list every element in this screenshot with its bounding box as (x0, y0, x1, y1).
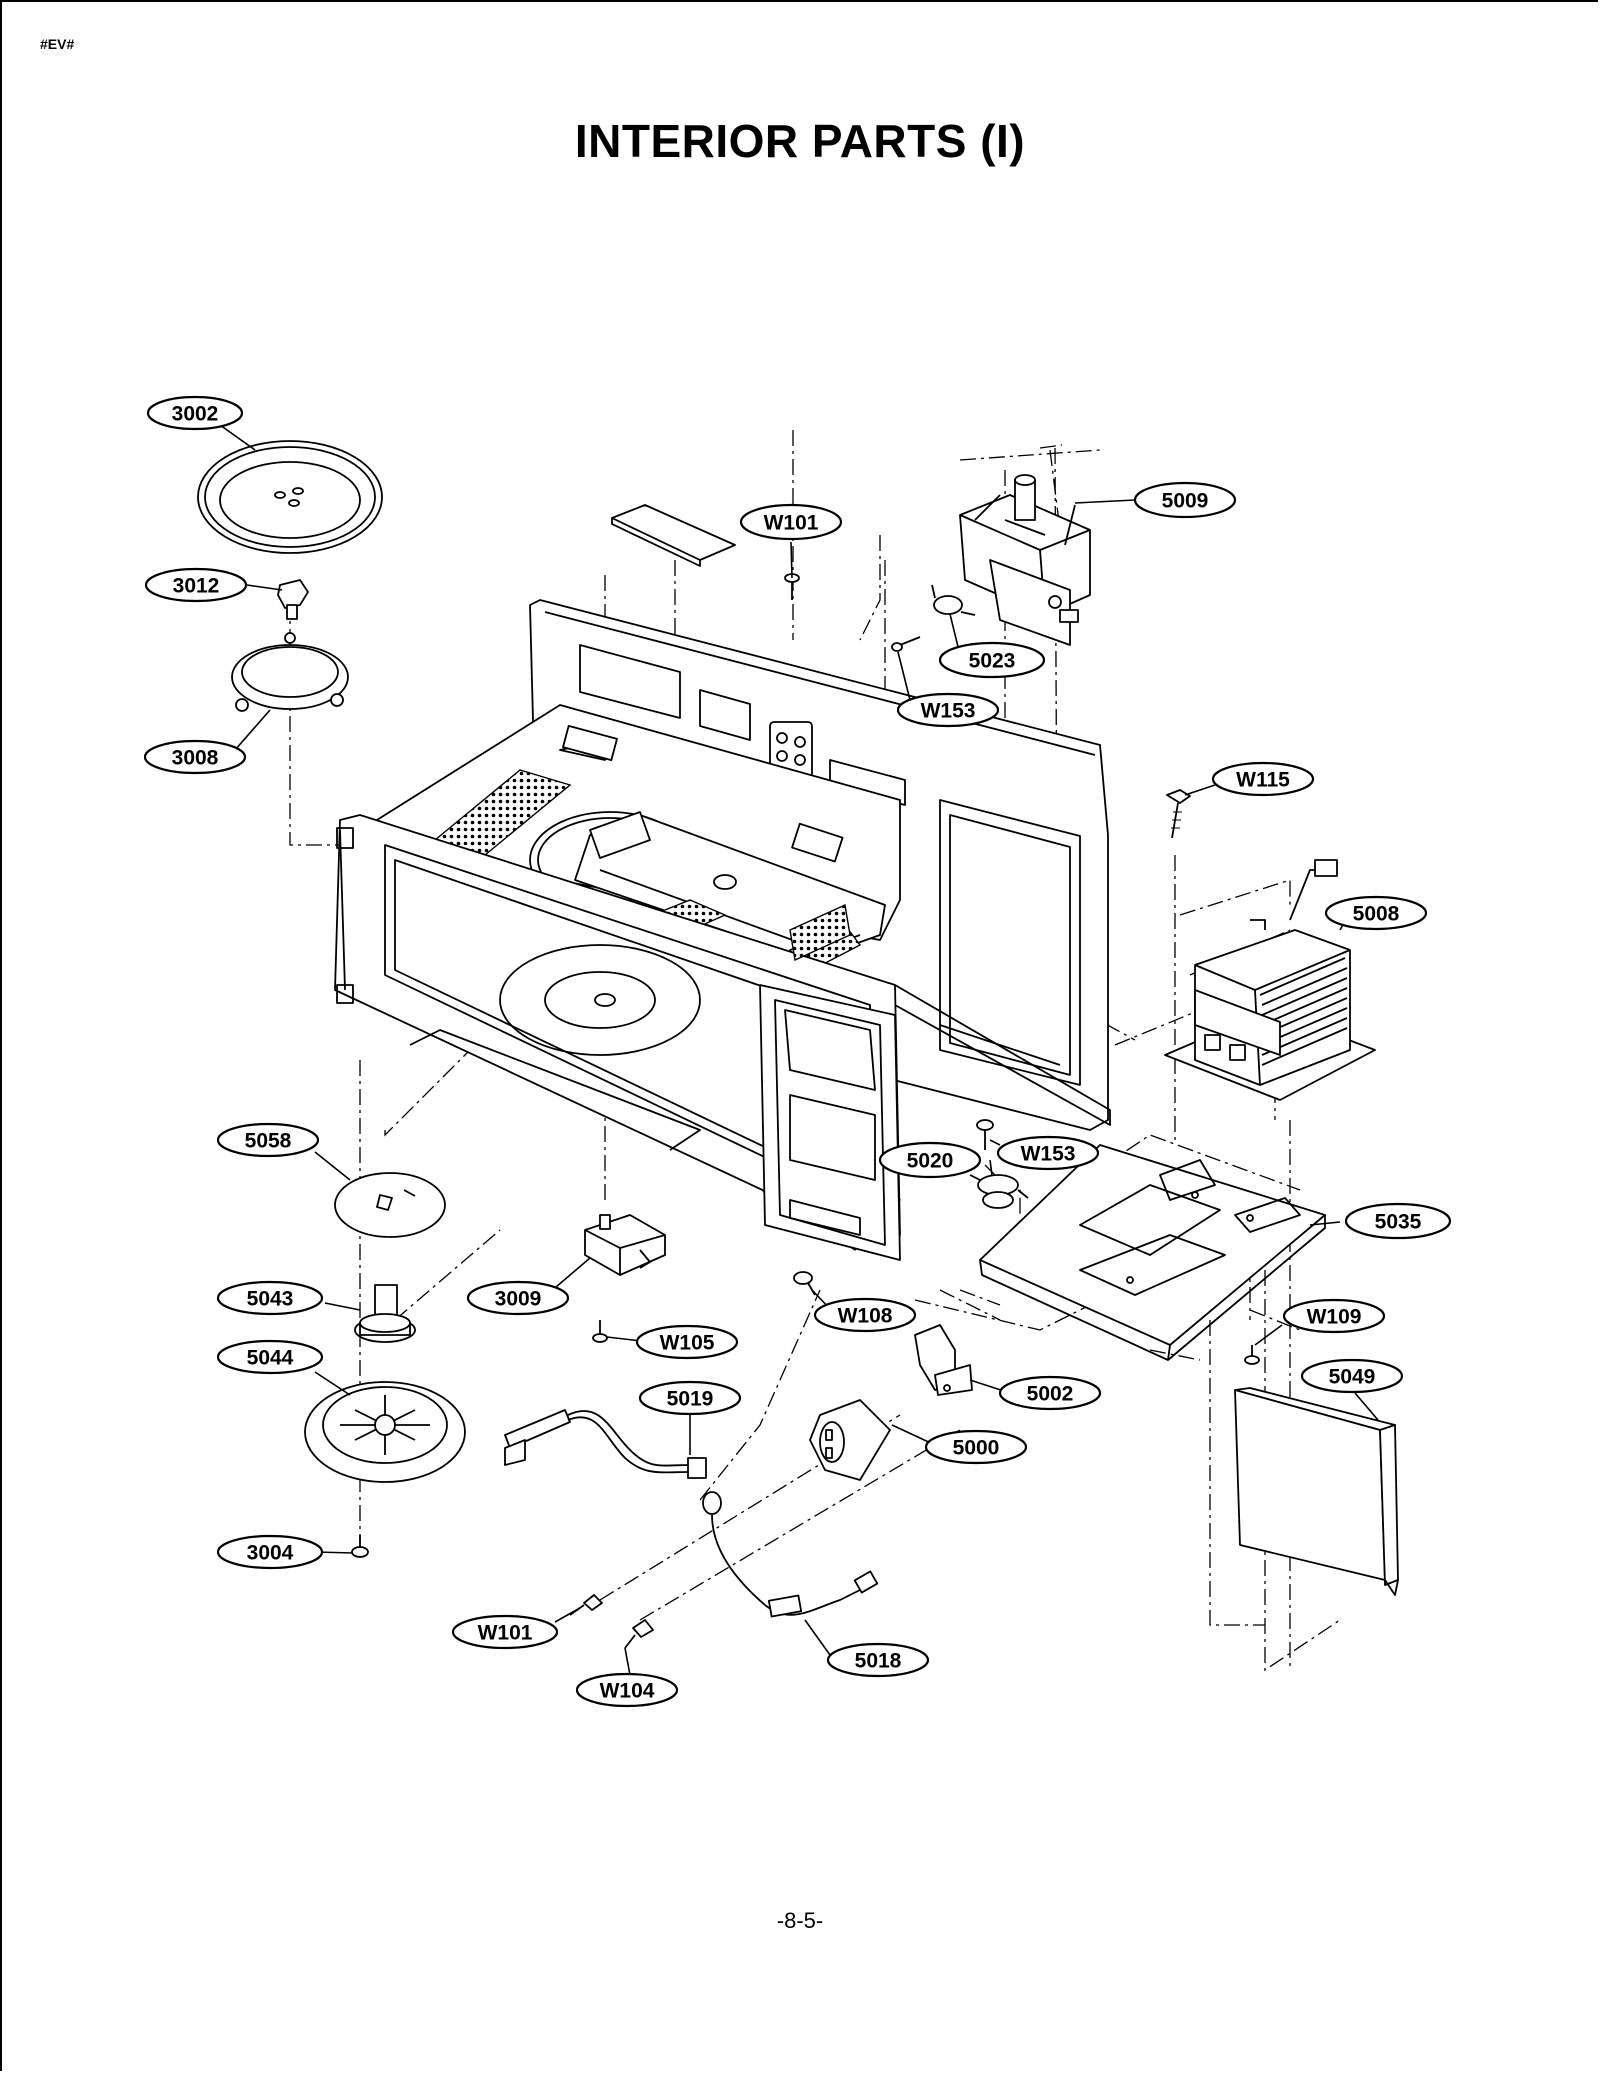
stirrer-cover-5044 (304, 1381, 466, 1483)
turntable-tray-3002 (197, 440, 383, 554)
callout-3012: 3012 (144, 567, 248, 603)
thermostat-5023 (931, 584, 976, 616)
svg-text:W109: W109 (1307, 1306, 1362, 1329)
callout-5008: 5008 (1324, 895, 1428, 931)
callout-5023: 5023 (938, 641, 1046, 679)
svg-text:5018: 5018 (855, 1650, 902, 1673)
svg-text:5058: 5058 (245, 1130, 292, 1153)
callout-w101-bottom: W101 (451, 1614, 559, 1650)
screw-3004 (351, 1535, 369, 1558)
svg-text:5020: 5020 (907, 1150, 954, 1173)
screw-w115 (1166, 789, 1191, 839)
transformer (1164, 859, 1376, 1101)
svg-text:5019: 5019 (667, 1388, 714, 1411)
callout-5019: 5019 (638, 1380, 742, 1416)
svg-text:W153: W153 (921, 700, 976, 723)
cover-panel-5049 (1234, 1387, 1399, 1596)
svg-text:W101: W101 (478, 1622, 533, 1645)
roller-ring-3008 (231, 632, 349, 712)
callout-3004: 3004 (216, 1534, 324, 1570)
header-code: #EV# (40, 36, 75, 52)
callout-w101-top: W101 (739, 503, 843, 541)
oven-cavity (334, 599, 1111, 1261)
svg-text:W104: W104 (600, 1680, 655, 1703)
callout-5043: 5043 (216, 1280, 324, 1316)
screw-w153-mid (976, 1119, 994, 1150)
screw-w105 (592, 1320, 608, 1343)
motor-3009 (584, 1214, 666, 1276)
svg-text:5000: 5000 (953, 1437, 1000, 1460)
svg-text:3012: 3012 (173, 575, 220, 598)
screw-w109 (1244, 1345, 1260, 1365)
svg-text:W101: W101 (764, 512, 819, 535)
stirrer-5058 (334, 1172, 446, 1238)
callout-5000: 5000 (924, 1429, 1028, 1465)
callout-5009: 5009 (1133, 481, 1237, 519)
screw-w153-top (891, 636, 921, 652)
screw-w104 (624, 1619, 654, 1649)
wire-harness-5019 (504, 1409, 707, 1479)
svg-text:W105: W105 (660, 1332, 715, 1355)
svg-text:W153: W153 (1021, 1143, 1076, 1166)
callout-5058: 5058 (216, 1122, 320, 1158)
svg-text:5043: 5043 (247, 1288, 294, 1311)
ground-wire-5018 (702, 1491, 879, 1618)
cover-plate (611, 504, 736, 567)
callout-5049: 5049 (1300, 1358, 1404, 1394)
callout-5002: 5002 (998, 1375, 1102, 1411)
svg-text:5008: 5008 (1353, 903, 1400, 926)
callout-5018: 5018 (826, 1642, 930, 1678)
callout-5044: 5044 (216, 1339, 324, 1375)
page-number: -8-5- (776, 1908, 824, 1933)
callout-w115: W115 (1211, 761, 1315, 797)
svg-text:W115: W115 (1236, 769, 1290, 792)
callout-3009: 3009 (466, 1280, 570, 1316)
callout-w105: W105 (635, 1324, 739, 1360)
callout-w153-top: W153 (896, 692, 1000, 728)
svg-text:3004: 3004 (247, 1542, 294, 1565)
page-title: INTERIOR PARTS (I) (574, 115, 1026, 167)
svg-text:5009: 5009 (1162, 490, 1209, 513)
callout-5020: 5020 (878, 1141, 982, 1179)
thermostat-5020 (969, 1174, 1029, 1209)
magnetron (959, 474, 1091, 646)
svg-text:5035: 5035 (1375, 1211, 1422, 1234)
bracket-5002 (914, 1324, 973, 1396)
svg-text:3008: 3008 (172, 747, 219, 770)
callout-3002: 3002 (146, 395, 244, 431)
svg-text:5023: 5023 (969, 650, 1016, 673)
svg-text:5044: 5044 (247, 1347, 294, 1370)
callout-3008: 3008 (143, 739, 247, 775)
callout-w108: W108 (813, 1297, 917, 1333)
coupler-3012 (277, 579, 309, 620)
screw-w101-bottom (569, 1594, 603, 1616)
svg-text:W108: W108 (838, 1305, 893, 1328)
screw-w108 (793, 1271, 816, 1296)
svg-text:3002: 3002 (172, 403, 219, 426)
callout-w153-mid: W153 (996, 1135, 1100, 1171)
svg-text:5002: 5002 (1027, 1383, 1074, 1406)
callout-w104: W104 (575, 1672, 679, 1708)
callout-5035: 5035 (1344, 1202, 1452, 1240)
base-plate (979, 1144, 1326, 1361)
svg-text:3009: 3009 (495, 1288, 542, 1311)
shaft-5043 (354, 1284, 416, 1343)
capacitor-5000 (809, 1399, 891, 1481)
svg-text:5049: 5049 (1329, 1366, 1376, 1389)
callout-w109: W109 (1282, 1298, 1386, 1334)
